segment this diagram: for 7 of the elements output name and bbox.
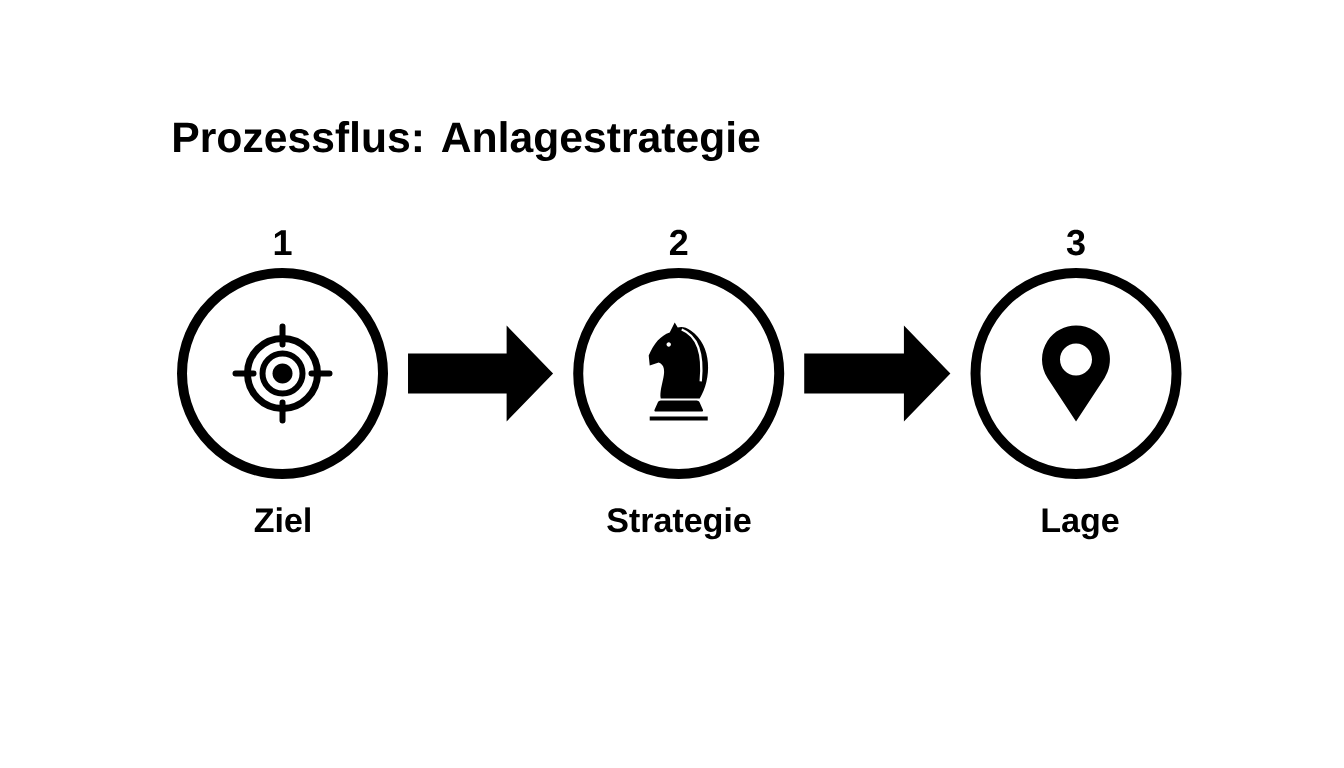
title: Prozessflus: Anlagestrategie xyxy=(174,121,760,162)
step-label: Ziel xyxy=(254,507,310,533)
step-number: 2 xyxy=(669,229,688,255)
step-number: 1 xyxy=(274,230,292,255)
step-label: Strategie xyxy=(607,507,751,540)
step-label: Lage xyxy=(1042,508,1119,540)
step-number: 3 xyxy=(1066,229,1085,256)
